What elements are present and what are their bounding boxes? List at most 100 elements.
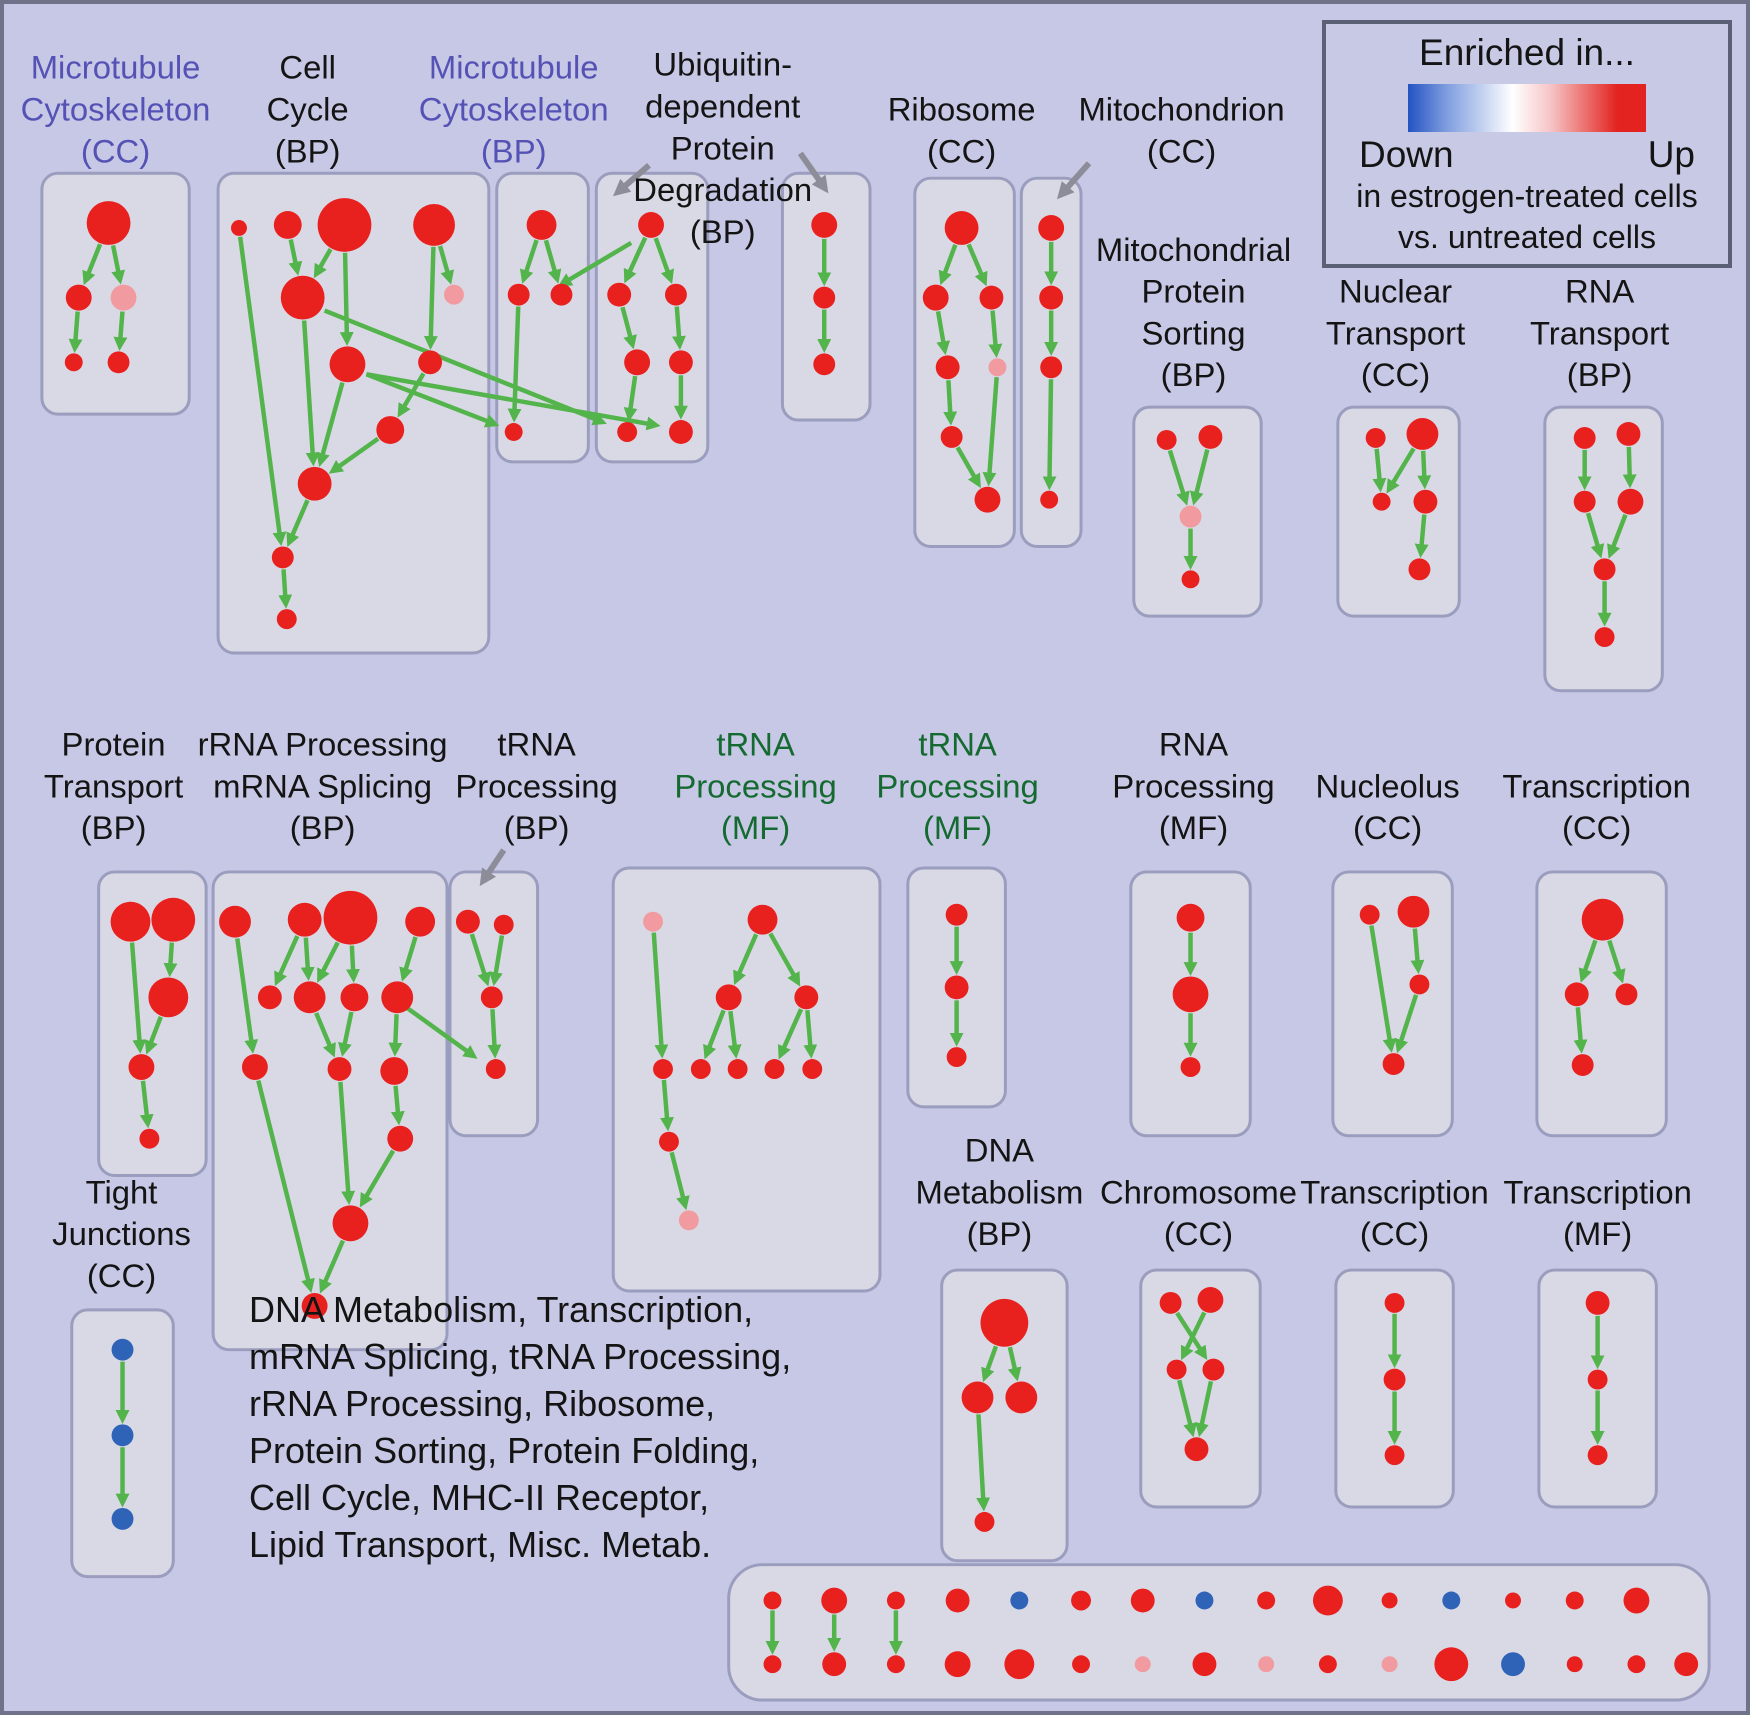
gene-node <box>507 283 530 306</box>
label-pointer-arrow <box>1056 161 1092 200</box>
edge-arrow <box>489 935 505 987</box>
gene-node <box>1616 422 1641 446</box>
cluster-label-transcription-mf: (MF) <box>1563 1215 1632 1252</box>
legend-gradient-bar <box>1408 84 1646 132</box>
cluster-label-dna-metabolism-bp: DNA <box>965 1132 1034 1169</box>
cluster-label-cell-cycle-bp: Cycle <box>267 90 349 127</box>
cluster-label-protein-transport-bp: (BP) <box>81 809 147 846</box>
gene-node <box>1257 1591 1276 1610</box>
cluster-label-transcription-cc-1: Transcription <box>1502 767 1691 804</box>
edge-arrow <box>653 237 674 284</box>
gene-node <box>241 1054 268 1080</box>
gene-node <box>86 201 131 245</box>
cluster-label-trna-processing-bp: tRNA <box>497 725 576 762</box>
edge-arrow <box>651 932 669 1059</box>
gene-node <box>128 1054 155 1080</box>
edge-arrow <box>1195 1380 1214 1438</box>
gene-node <box>886 1655 905 1674</box>
gene-node <box>1565 1591 1584 1610</box>
edge-arrow <box>1394 994 1419 1054</box>
cluster-label-trna-processing-mf-2: (MF) <box>923 809 992 846</box>
gene-node <box>617 422 638 442</box>
cluster-label-microtubule-cytoskeleton-bp: Microtubule <box>429 49 599 86</box>
legend-title: Enriched in... <box>1419 32 1635 73</box>
cluster-label-mitochondrion-cc: (CC) <box>1147 132 1216 169</box>
edge-arrow <box>519 239 539 284</box>
cluster-box-transcription-cc-1 <box>1535 870 1668 1138</box>
edge-arrow <box>139 1080 154 1129</box>
edge-arrow <box>943 380 958 426</box>
gene-node <box>690 1059 711 1079</box>
legend-subtitle-1: in estrogen-treated cells <box>1356 178 1698 214</box>
cluster-label-ubiquitin-degradation-bp: Ubiquitin- <box>653 46 792 83</box>
cluster-label-ubiquitin-degradation-bp: Protein <box>671 129 775 166</box>
gene-node <box>1258 1656 1275 1673</box>
cluster-label-tight-junctions-cc: (CC) <box>87 1257 156 1294</box>
edge-arrow <box>966 243 988 287</box>
label-pointer-arrow <box>797 151 829 194</box>
edge-arrow <box>660 1079 674 1132</box>
legend-endpoint-labels: Down Up <box>1359 134 1695 176</box>
gene-node <box>988 358 1007 377</box>
cluster-label-rna-processing-mf: RNA <box>1159 725 1228 762</box>
gene-node <box>323 890 378 945</box>
edge-arrow <box>727 1010 742 1059</box>
edge-arrow <box>399 936 418 982</box>
cluster-label-microtubule-cytoskeleton-cc: Cytoskeleton <box>21 90 211 127</box>
layer-edges <box>68 151 1637 1655</box>
edge-arrow <box>768 932 801 987</box>
cluster-label-transcription-cc-1: (CC) <box>1562 809 1631 846</box>
gene-node <box>1413 489 1438 514</box>
edge-arrow <box>777 1008 804 1060</box>
gene-node <box>1318 1655 1337 1674</box>
gene-node <box>945 1588 970 1613</box>
gene-node <box>821 1587 848 1614</box>
gene-node <box>1594 627 1615 647</box>
gene-node <box>526 210 557 240</box>
network-canvas: MicrotubuleCytoskeleton(CC)CellCycle(BP)… <box>21 46 1711 1702</box>
edge-arrow <box>256 1079 315 1293</box>
edge-arrow <box>1042 379 1057 491</box>
edge-arrow <box>938 243 958 286</box>
gene-node <box>317 198 372 252</box>
edge-arrow <box>68 311 83 353</box>
cluster-label-microtubule-cytoskeleton-cc: (CC) <box>81 132 150 169</box>
cluster-box-chromosome-cc <box>1139 1268 1262 1509</box>
gene-node <box>418 350 443 375</box>
cluster-label-nucleolus-cc: Nucleolus <box>1316 767 1460 804</box>
gene-node <box>1505 1592 1521 1609</box>
gene-node <box>1617 488 1644 515</box>
gene-node <box>327 1057 352 1081</box>
edge-arrow <box>1573 1007 1588 1054</box>
edge-arrow <box>359 1149 396 1208</box>
edge-arrow <box>397 372 426 418</box>
gene-node <box>1566 1656 1583 1673</box>
gene-node <box>1130 1588 1155 1613</box>
gene-node <box>139 1128 160 1149</box>
gene-node <box>813 286 836 309</box>
cluster-label-microtubule-cytoskeleton-bp: (BP) <box>481 132 547 169</box>
gene-node <box>668 350 693 375</box>
gene-node <box>1312 1585 1343 1616</box>
edge-arrow <box>620 306 637 350</box>
gene-node <box>1573 490 1596 513</box>
gene-node <box>1010 1591 1029 1610</box>
gene-node <box>1195 1591 1214 1610</box>
edge-arrow <box>803 1010 818 1059</box>
gene-node <box>794 985 819 1010</box>
gene-node <box>301 1292 328 1319</box>
gene-node <box>935 355 960 380</box>
cluster-label-rrna-processing-mrna-splicing-bp: (BP) <box>290 809 356 846</box>
edge-arrow <box>328 436 380 474</box>
gene-node <box>822 1652 847 1677</box>
gene-node <box>1571 1054 1594 1076</box>
gene-node <box>504 423 523 441</box>
legend-down-label: Down <box>1359 134 1454 175</box>
cluster-label-mitochondrial-protein-sorting-bp: (BP) <box>1161 356 1227 393</box>
gene-node <box>381 981 414 1014</box>
cluster-label-transcription-cc-2: Transcription <box>1300 1173 1489 1210</box>
gene-node <box>1180 1057 1201 1077</box>
gene-node <box>945 903 968 926</box>
cluster-label-trna-processing-bp: (BP) <box>504 809 570 846</box>
